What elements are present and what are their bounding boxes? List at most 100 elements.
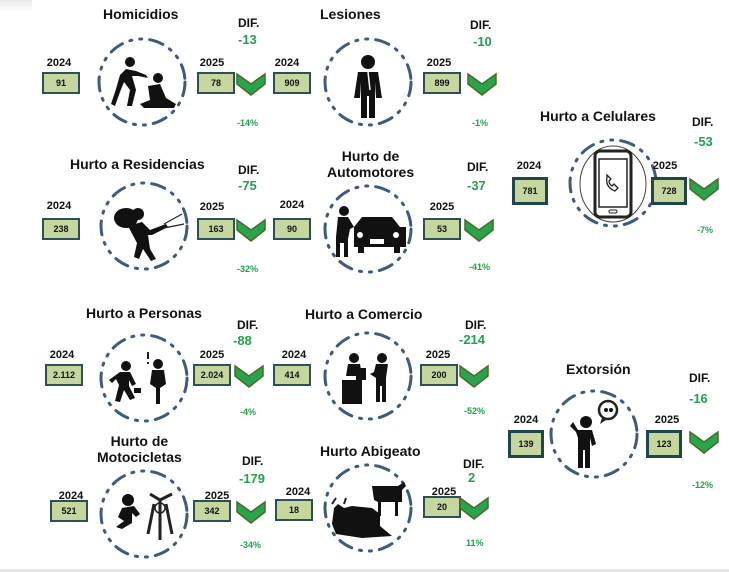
year-2025-label: 2025: [204, 490, 230, 502]
value-2024-box: 521: [50, 500, 88, 522]
year-2025-label: 2025: [425, 349, 451, 361]
pickpocket-icon: [109, 352, 166, 404]
dif-value: -13: [238, 32, 257, 47]
dif-value: -75: [238, 178, 257, 193]
injured-person-icon: [354, 55, 382, 118]
icon-circle: [322, 183, 414, 275]
value-2024-box: 90: [273, 218, 311, 240]
year-2024-label: 2024: [274, 57, 300, 69]
dif-label: DIF.: [242, 454, 264, 468]
value-2024-box: 139: [508, 430, 544, 458]
percent-change: -1%: [472, 118, 489, 128]
value-2025-box: 899: [423, 72, 461, 94]
value-2025-box: 53: [423, 218, 461, 240]
dif-label: DIF.: [237, 318, 259, 332]
year-2025-label: 2025: [426, 57, 452, 69]
chevron-down-icon: [459, 496, 489, 520]
value-2024-box: 414: [273, 364, 311, 386]
dif-value: 2: [468, 470, 476, 485]
dif-label: DIF.: [692, 115, 714, 129]
dif-label: DIF.: [467, 160, 489, 174]
dif-value: -16: [689, 391, 708, 406]
year-2024-label: 2024: [279, 199, 305, 211]
year-2025-label: 2025: [652, 160, 678, 172]
value-2024-box: 91: [42, 72, 80, 94]
shop-counter-icon: [342, 353, 388, 404]
percent-change: 11%: [466, 538, 484, 548]
value-2025-box: 78: [197, 72, 235, 94]
chevron-down-icon: [467, 72, 497, 96]
dif-label: DIF.: [238, 16, 260, 30]
year-2024-label: 2024: [281, 349, 307, 361]
card-title: Hurto a Comercio: [305, 306, 423, 322]
dif-value: -88: [233, 333, 252, 348]
year-2024-label: 2024: [516, 160, 542, 172]
extortion-call-icon: [570, 399, 619, 468]
motorcycle-theft-icon: [116, 492, 174, 540]
icon-circle: [96, 36, 188, 128]
dif-value: -53: [694, 134, 713, 149]
icon-circle: [98, 332, 190, 424]
year-2024-label: 2024: [513, 414, 539, 426]
card-title: Hurto a Personas: [86, 305, 202, 321]
chevron-down-icon: [689, 177, 719, 201]
percent-change: -41%: [469, 262, 491, 272]
year-2025-label: 2025: [654, 414, 680, 426]
icon-circle: [98, 180, 190, 272]
value-2025-box: 200: [420, 364, 458, 386]
card-title: Hurto de Automotores: [327, 148, 414, 180]
card-title: Hurto a Celulares: [540, 108, 656, 124]
corner-shade: [0, 0, 32, 12]
value-2024-box: 2.112: [45, 364, 83, 386]
dif-value: -10: [473, 34, 492, 49]
percent-change: -52%: [464, 406, 486, 416]
icon-circle: [548, 388, 640, 480]
title-line: Motocicletas: [97, 449, 182, 465]
chevron-down-icon: [236, 218, 266, 242]
percent-change: -32%: [237, 264, 259, 274]
year-2024-label: 2024: [46, 200, 72, 212]
title-line: Automotores: [327, 164, 415, 180]
icon-circle: [322, 36, 414, 128]
value-2024-box: 781: [512, 177, 548, 205]
percent-change: -14%: [237, 118, 259, 128]
year-2025-label: 2025: [199, 57, 225, 69]
percent-change: -34%: [240, 540, 262, 550]
burglar-icon: [114, 208, 185, 261]
dif-label: DIF.: [470, 18, 492, 32]
percent-change: -4%: [240, 407, 257, 417]
cattle-icon: [331, 482, 406, 538]
year-2025-label: 2025: [429, 201, 455, 213]
value-2025-box: 728: [651, 177, 687, 205]
dif-value: -214: [459, 332, 486, 347]
dif-label: DIF.: [238, 163, 260, 177]
year-2024-label: 2024: [58, 490, 84, 502]
year-2024-label: 2024: [46, 57, 72, 69]
bottom-divider: [0, 569, 729, 572]
icon-circle: [567, 137, 659, 229]
icon-circle: [322, 462, 414, 554]
value-2024-box: 238: [42, 218, 80, 240]
year-2024-label: 2024: [49, 349, 75, 361]
icon-circle: [322, 330, 414, 422]
dif-value: -179: [239, 471, 266, 486]
chevron-down-icon: [689, 430, 719, 454]
icon-circle: [98, 468, 190, 560]
value-2024-box: 909: [273, 72, 311, 94]
dif-label: DIF.: [465, 318, 487, 332]
value-2025-box: 342: [193, 500, 231, 522]
card-title: Extorsión: [566, 361, 631, 377]
chevron-down-icon: [236, 500, 266, 524]
value-2025-box: 163: [197, 218, 235, 240]
card-title: Hurto de Motocicletas: [97, 433, 182, 465]
title-line: Hurto de: [341, 148, 400, 164]
year-2025-label: 2025: [199, 349, 225, 361]
year-2025-label: 2025: [431, 486, 457, 498]
homicide-icon: [111, 57, 176, 108]
percent-change: -7%: [697, 225, 714, 235]
year-2024-label: 2024: [285, 486, 311, 498]
value-2024-box: 18: [275, 499, 313, 521]
value-2025-box: 123: [646, 430, 682, 458]
chevron-down-icon: [236, 72, 266, 96]
car-theft-icon: [336, 206, 406, 257]
